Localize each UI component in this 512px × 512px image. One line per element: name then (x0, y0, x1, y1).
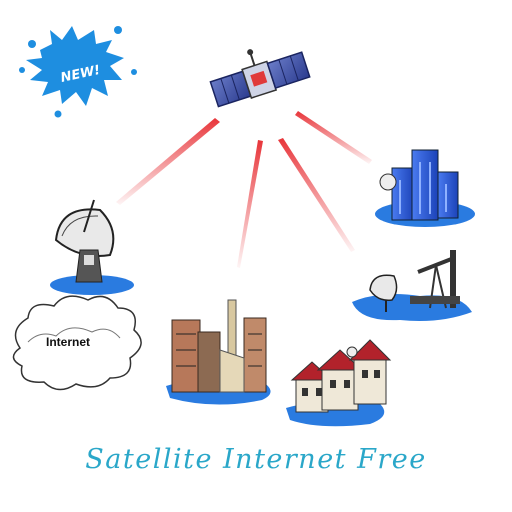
office-buildings (375, 149, 475, 227)
beam-left (116, 118, 220, 205)
satellite-icon (209, 49, 311, 108)
oil-pump-site (352, 250, 472, 321)
city-street (166, 299, 271, 405)
signal-beams (116, 111, 372, 268)
splash-shape (26, 26, 124, 106)
internet-cloud: Internet (12, 295, 142, 391)
beam-oil (278, 138, 355, 252)
beam-city (237, 140, 263, 268)
residential-houses (286, 339, 392, 427)
ground-station-dish (50, 199, 134, 295)
beam-office (295, 111, 372, 164)
new-badge[interactable]: NEW! (19, 26, 137, 118)
app-title: Satellite Internet Free (85, 444, 427, 475)
cloud-label: Internet (46, 335, 90, 349)
